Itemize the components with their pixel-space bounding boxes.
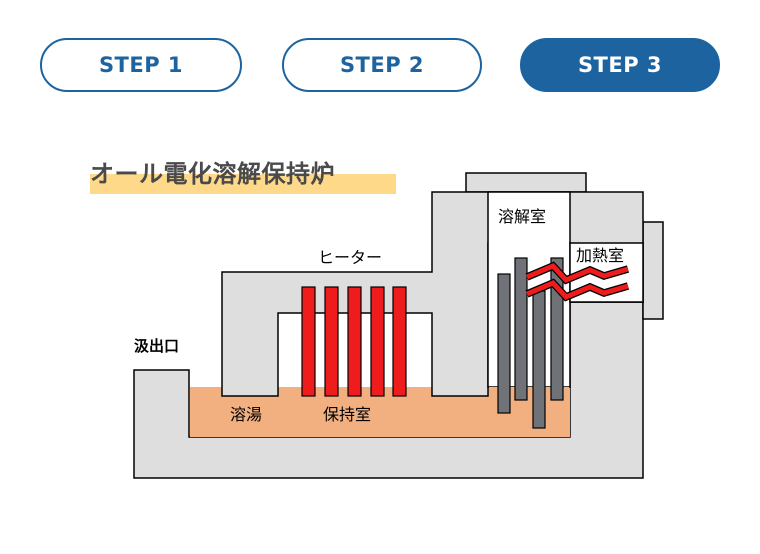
title-highlight <box>90 174 396 194</box>
step-1-button[interactable]: STEP 1 <box>40 38 242 92</box>
electrode <box>514 257 528 401</box>
zigzag-heaters <box>525 261 630 302</box>
diagram-title-block: オール電化溶解保持炉 <box>90 154 396 194</box>
outlet-label: 汲出口 <box>134 337 179 355</box>
zigzag-heater <box>526 280 629 300</box>
heating-chamber-wall <box>642 221 664 320</box>
heater-label: ヒーター <box>318 248 382 267</box>
heater-rod <box>324 286 339 397</box>
holding-chamber-label: 保持室 <box>323 405 371 424</box>
melting-chamber-label: 溶解室 <box>498 207 546 226</box>
electrode <box>532 290 546 429</box>
heater-rods <box>301 286 407 397</box>
heater-rod <box>370 286 385 397</box>
heater-rod <box>347 286 362 397</box>
zigzag-heater <box>526 263 629 283</box>
heating-chamber-label: 加熱室 <box>576 246 624 265</box>
molten-metal-label: 溶湯 <box>230 405 262 424</box>
diagram-title: オール電化溶解保持炉 <box>90 160 335 188</box>
step-3-button[interactable]: STEP 3 <box>520 38 720 92</box>
heater-rod <box>301 286 316 397</box>
molten-metal <box>190 387 570 437</box>
step-navigation: STEP 1 STEP 2 STEP 3 <box>0 38 760 94</box>
heater-rod <box>392 286 407 397</box>
step-2-button[interactable]: STEP 2 <box>282 38 482 92</box>
electrode <box>497 273 511 414</box>
top-flange <box>465 172 587 193</box>
